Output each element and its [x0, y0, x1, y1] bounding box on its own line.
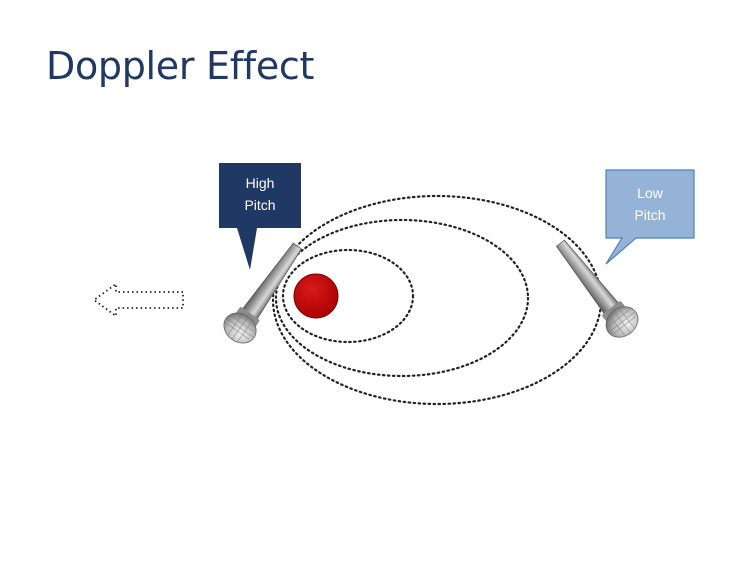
left-microphone-icon [223, 242, 302, 344]
motion-arrow-left-icon [92, 282, 184, 318]
wave-front-middle [274, 218, 530, 378]
low-pitch-callout [605, 169, 695, 265]
wave-front-inner [281, 248, 415, 344]
sound-source-ball [293, 273, 339, 319]
high-pitch-callout [219, 163, 301, 270]
high-pitch-line2: Pitch [244, 197, 276, 213]
low-pitch-label: Low Pitch [606, 182, 694, 226]
high-pitch-label: High Pitch [220, 172, 300, 216]
right-microphone-icon [555, 239, 639, 338]
low-pitch-line1: Low [637, 185, 663, 201]
slide-title: Doppler Effect [46, 44, 315, 88]
low-pitch-line2: Pitch [634, 207, 666, 223]
high-pitch-line1: High [245, 175, 275, 191]
